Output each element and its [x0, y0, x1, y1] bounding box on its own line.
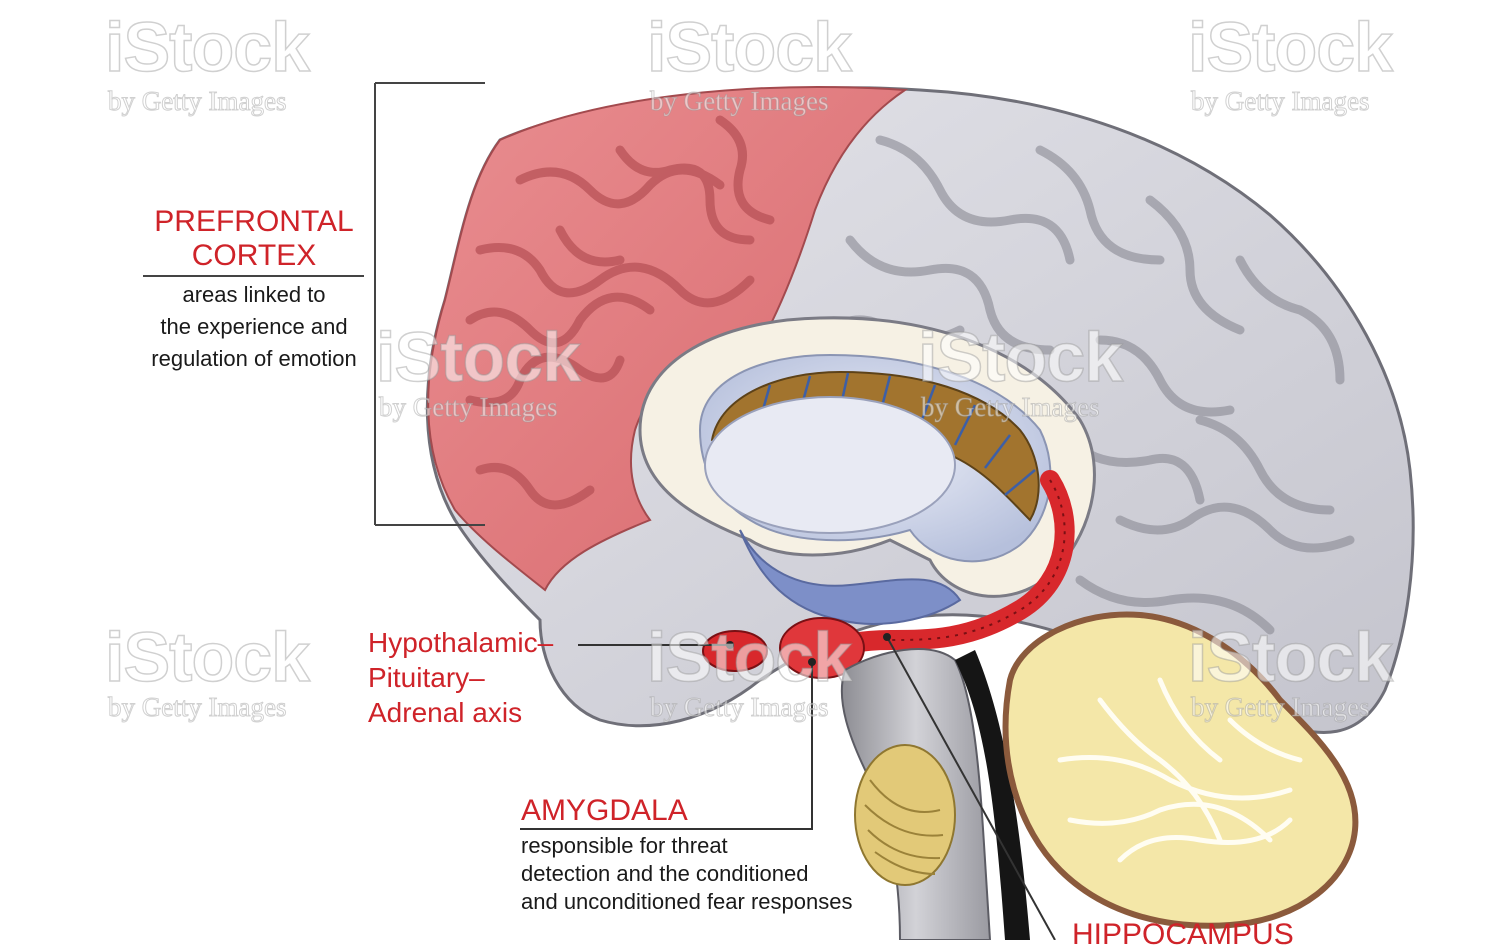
thalamus — [705, 397, 955, 533]
prefrontal-cortex-title: PREFRONTAL CORTEX — [140, 205, 368, 273]
amygdala-title: AMYGDALA — [521, 794, 821, 828]
prefrontal-cortex-description: areas linked to the experience and regul… — [130, 279, 378, 375]
hippocampus-title: HIPPOCAMPUS — [1072, 918, 1472, 952]
hpa-axis-title: Hypothalamic– Pituitary– Adrenal axis — [368, 625, 608, 730]
amygdala-description: responsible for threat detection and the… — [521, 832, 921, 916]
hypothalamus — [703, 631, 767, 671]
